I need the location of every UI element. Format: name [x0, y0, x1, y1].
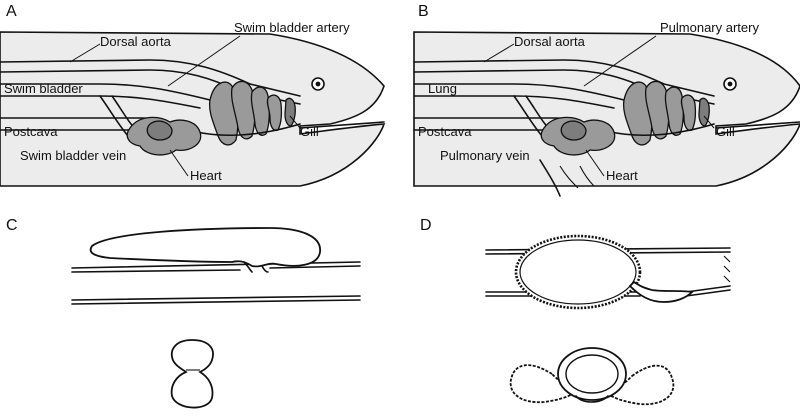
panel-b-gill-arch-1 — [622, 81, 653, 146]
panel-a-swim-bladder-vein — [99, 95, 129, 137]
panel-a-label-vein: Swim bladder vein — [20, 148, 126, 163]
panel-a-label-dorsal-aorta: Dorsal aorta — [100, 34, 172, 49]
panel-a-pupil — [315, 81, 321, 87]
panel-b-label-lung: Lung — [428, 81, 457, 96]
panel-a-swim-bladder — [0, 83, 211, 101]
panel-b-label-gill: Gill — [716, 124, 735, 139]
panel-a-gill-arch-5 — [284, 97, 296, 127]
panel-d-lung-duct — [628, 280, 694, 303]
panel-a-label-bladder: Swim bladder — [4, 81, 83, 96]
panel-b-label-artery: Pulmonary artery — [660, 20, 759, 35]
panel-b-gill-arch-3 — [664, 86, 684, 136]
panel-a-label-postcava: Postcava — [4, 124, 58, 139]
panel-a-letter: A — [6, 3, 17, 20]
panel-b-label-postcava: Postcava — [418, 124, 472, 139]
panel-a-label-heart: Heart — [190, 168, 222, 183]
panel-b: B Dorsal aorta Pulmonary artery Lung — [413, 3, 800, 197]
panel-b-mouth — [715, 121, 800, 129]
panel-a: A Dorsal a — [0, 3, 386, 187]
panel-c-cross-section — [170, 339, 214, 409]
panel-c-letter: C — [6, 217, 18, 234]
panel-d-cross-left-lobe — [509, 364, 578, 404]
panel-b-label-dorsal-aorta: Dorsal aorta — [514, 34, 586, 49]
panel-d-letter: D — [420, 217, 432, 234]
panel-d: D — [420, 217, 731, 406]
panel-b-gill-arch-5 — [698, 97, 710, 127]
panel-b-label-vein: Pulmonary vein — [440, 148, 530, 163]
panel-a-gill-arch-2 — [230, 80, 256, 140]
panel-a-label-gill: Gill — [300, 124, 319, 139]
panel-a-label-artery: Swim bladder artery — [234, 20, 350, 35]
panel-c: C — [6, 217, 361, 409]
panel-a-gill-arch-1 — [208, 81, 239, 146]
panel-b-label-heart: Heart — [606, 168, 638, 183]
panel-b-pectoral-fin — [539, 159, 561, 197]
panel-b-letter: B — [418, 3, 429, 20]
panel-a-gill-arch-3 — [250, 86, 270, 136]
panel-c-swim-bladder — [89, 227, 321, 268]
panel-b-pulmonary-vein — [513, 95, 543, 137]
panel-b-lung — [413, 83, 625, 101]
panel-a-mouth — [299, 121, 385, 129]
panel-b-gill-arch-2 — [644, 80, 670, 140]
panel-b-pupil — [727, 81, 733, 87]
